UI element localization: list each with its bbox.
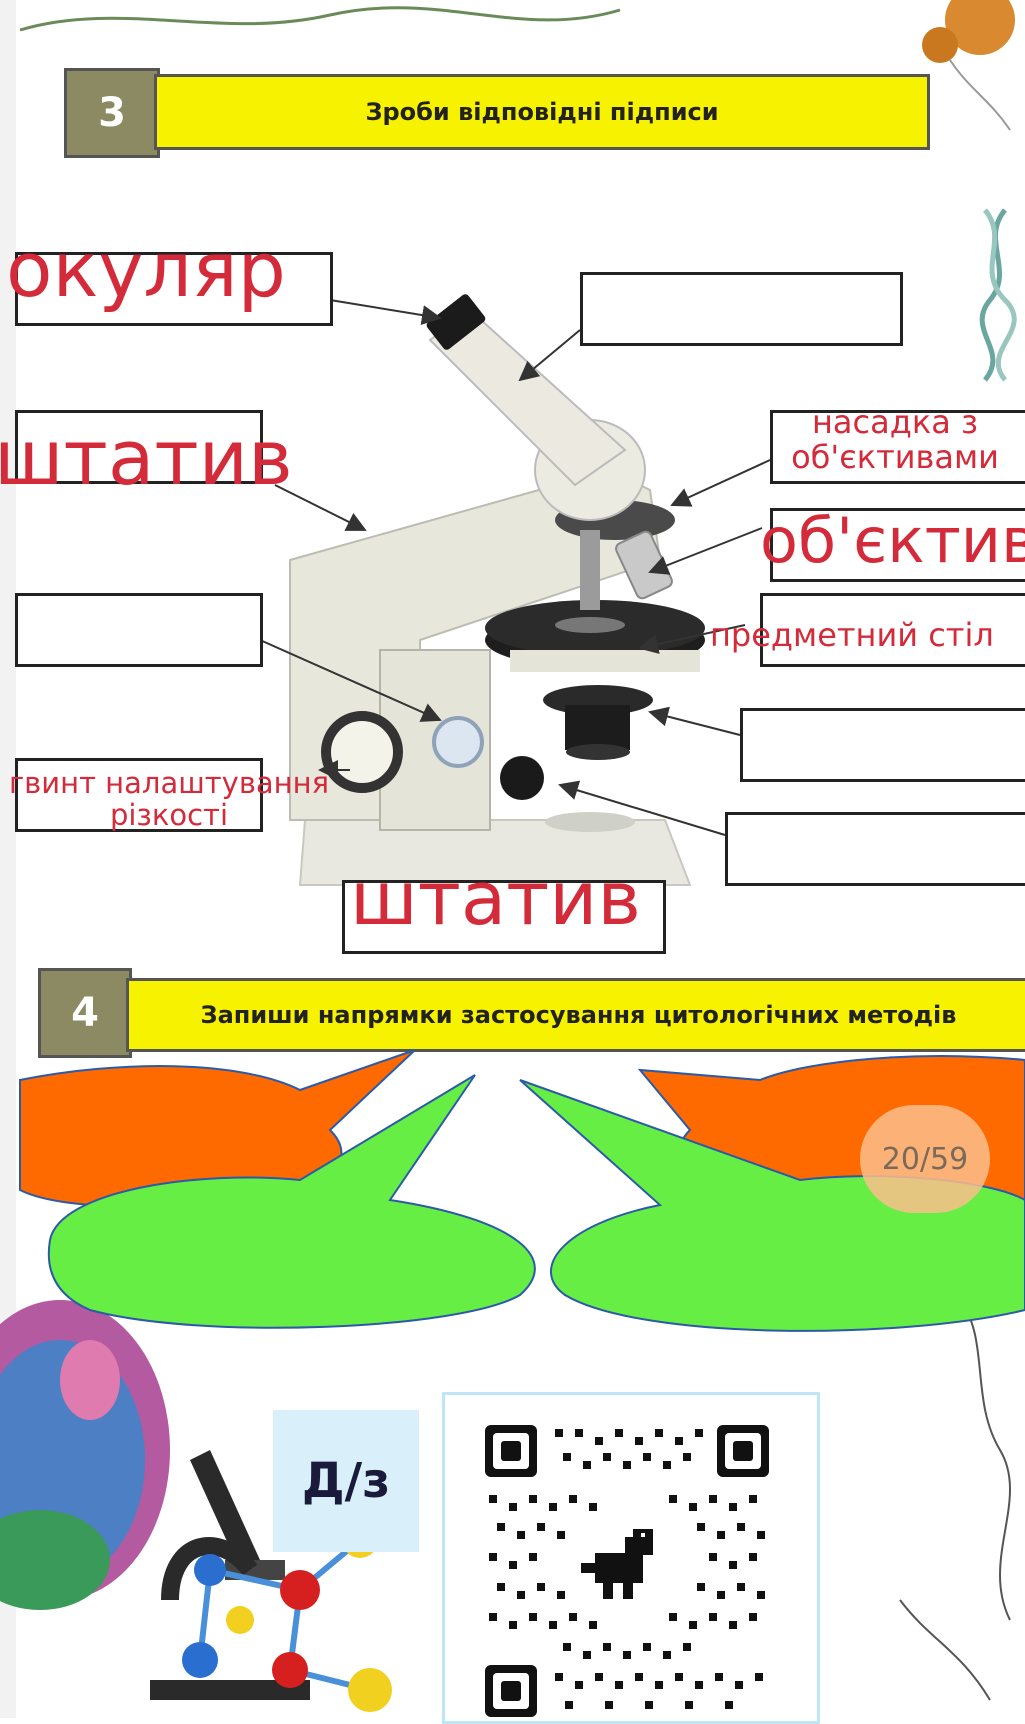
answer-focus-line1: гвинт налаштування [8,766,330,800]
answer-stand-top: штатив [0,413,293,502]
answer-focus: гвинт налаштування різкості [0,766,344,832]
answer-nosepiece-line2: об'єктивами [791,438,999,477]
task-number-3: 3 [64,68,160,158]
speech-bubbles [19,1049,1025,1332]
label-box-mirror[interactable] [725,812,1025,886]
label-box-tube[interactable] [580,272,903,346]
label-box-base[interactable] [342,880,666,954]
label-box-eyepiece[interactable] [15,252,333,326]
label-box-fine-focus[interactable] [15,593,263,667]
task-4-banner: Запиши напрямки застосування цитологічни… [126,978,1025,1052]
answer-stage: предметний стіл [710,616,994,654]
answer-objective: об'єктив [760,504,1025,577]
microscope-image [289,294,705,886]
label-box-objective[interactable] [770,508,1025,582]
answer-focus-line2: різкості [109,797,229,832]
qr-code[interactable] [485,1425,770,1718]
answer-nosepiece-line1: насадка з [812,403,978,441]
label-box-nosepiece[interactable] [770,410,1025,484]
speech-bubble-green-left [47,1074,536,1329]
page-counter: 20/59 [860,1105,990,1213]
label-box-arm[interactable] [15,410,263,484]
task-number-4: 4 [38,968,132,1058]
label-box-stage[interactable] [760,593,1025,667]
microscope-molecule-icon [150,1450,392,1712]
answer-nosepiece: насадка з об'єктивами [765,403,1025,477]
label-box-condenser[interactable] [740,708,1025,782]
answer-stand-bottom: штатив [350,856,641,942]
label-box-coarse-focus[interactable] [15,758,263,832]
task-3-banner: Зроби відповідні підписи [154,74,930,150]
dinosaur-icon [581,1529,653,1599]
homework-label: Д/з [273,1410,419,1552]
answer-eyepiece: окуляр [6,225,286,314]
label-arrows [259,299,771,836]
